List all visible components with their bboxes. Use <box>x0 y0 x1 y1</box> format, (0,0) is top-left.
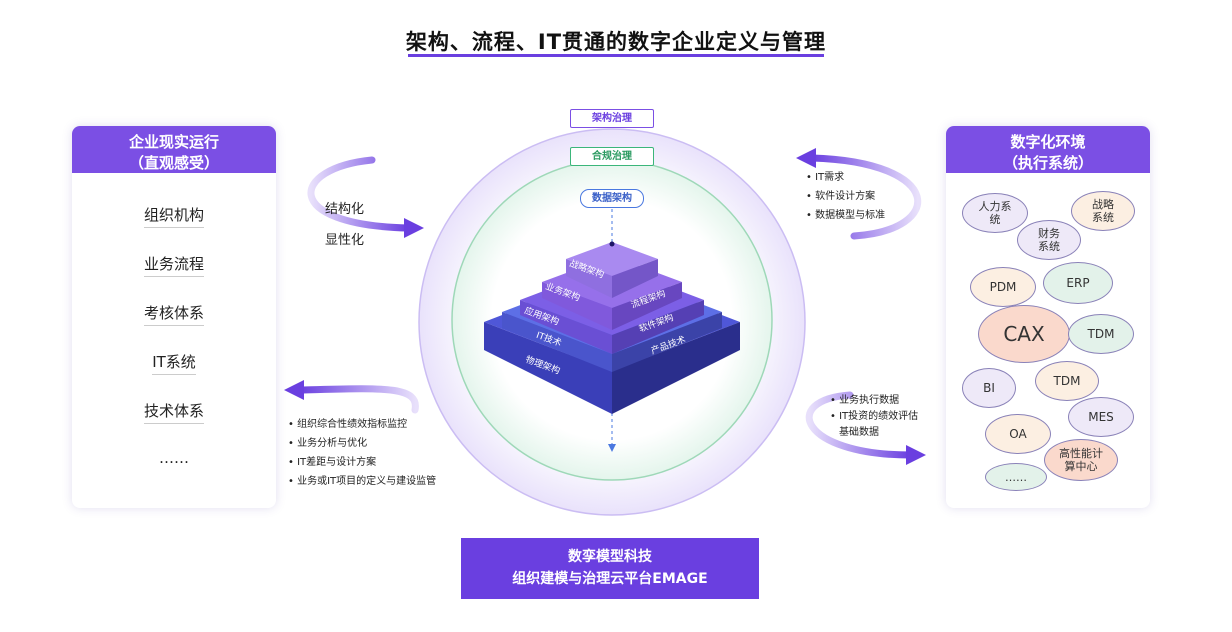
right-panel-header: 数字化环境 （执行系统） <box>946 126 1150 173</box>
bubble-tdm: TDM <box>1068 314 1134 354</box>
arrow-structured <box>307 156 412 232</box>
compliance-inner-circle <box>451 159 773 481</box>
bubble-cax: CAX <box>978 305 1070 363</box>
pyramid-label-product-tech: 产品技术 <box>649 335 688 357</box>
label-explicit: 显性化 <box>325 233 365 248</box>
arrow-structured-head <box>404 218 424 238</box>
arrow-it-demand-head <box>796 148 816 168</box>
tag-compliance-governance: 合规治理 <box>570 147 654 166</box>
bullets-bottom-right: 业务执行数据 IT投资的绩效评估 基础数据 <box>830 393 918 441</box>
bubble-tdm-2: TDM <box>1035 361 1099 401</box>
left-item: IT系统 <box>72 351 276 400</box>
pyramid-label-software: 软件架构 <box>637 313 676 335</box>
left-item: 组织机构 <box>72 204 276 253</box>
pyramid-label-application: 应用架构 <box>522 306 561 328</box>
left-item: 业务流程 <box>72 253 276 302</box>
left-panel-title-line1: 企业现实运行 <box>128 133 219 151</box>
bubble-bi: BI <box>962 368 1016 408</box>
pyramid-label-business: 业务架构 <box>543 282 582 304</box>
bubble-finance: 财务系统 <box>1017 220 1081 260</box>
page-title: 架构、流程、IT贯通的数字企业定义与管理 <box>405 30 827 54</box>
bullets-bottom-left: 组织综合性绩效指标监控 业务分析与优化 IT差距与设计方案 业务或IT项目的定义… <box>288 415 436 491</box>
right-panel-title-line2: （执行系统） <box>1002 154 1093 172</box>
arrow-monitor <box>296 385 419 414</box>
bubble-mes: MES <box>1068 397 1134 437</box>
arrow-exec-data-head <box>906 445 926 465</box>
title-underline <box>408 54 824 57</box>
axis-arrow-bottom <box>608 444 616 452</box>
bubble-hr: 人力系统 <box>962 193 1028 233</box>
footer-line2: 组织建模与治理云平台EMAGE <box>512 571 708 587</box>
left-item: 考核体系 <box>72 302 276 351</box>
arrow-monitor-head <box>284 380 304 400</box>
bullets-top-right: IT需求 软件设计方案 数据模型与标准 <box>806 168 885 225</box>
bubble-strategy: 战略系统 <box>1071 191 1135 231</box>
bubble-pdm: PDM <box>970 267 1036 307</box>
bubble-oa: OA <box>985 414 1051 454</box>
pyramid <box>484 241 740 414</box>
footer-banner: 数孪模型科技 组织建模与治理云平台EMAGE <box>461 538 759 599</box>
footer-line1: 数孪模型科技 <box>568 549 652 565</box>
governance-outer-circle <box>418 128 806 516</box>
tag-architecture-governance: 架构治理 <box>570 109 654 128</box>
pyramid-label-strategy: 战略架构 <box>567 259 606 281</box>
left-panel: 企业现实运行 （直观感受） 组织机构 业务流程 考核体系 IT系统 技术体系 …… <box>72 126 276 508</box>
label-structured: 结构化 <box>325 202 365 217</box>
right-panel-title-line1: 数字化环境 <box>1010 133 1086 151</box>
left-panel-title-line2: （直观感受） <box>128 154 219 172</box>
bubble-erp: ERP <box>1043 262 1113 304</box>
bubble-more: …… <box>985 463 1047 491</box>
pyramid-label-process-arch: 流程架构 <box>629 289 668 311</box>
left-panel-header: 企业现实运行 （直观感受） <box>72 126 276 173</box>
tag-data-architecture: 数据架构 <box>580 189 644 208</box>
left-item: …… <box>159 449 189 467</box>
left-items: 组织机构 业务流程 考核体系 IT系统 技术体系 …… <box>72 204 276 498</box>
pyramid-label-it-tech: IT技术 <box>534 330 563 350</box>
bubble-hpc: 高性能计算中心 <box>1044 439 1118 481</box>
pyramid-label-physical: 物理架构 <box>523 355 562 377</box>
left-item: 技术体系 <box>72 400 276 449</box>
